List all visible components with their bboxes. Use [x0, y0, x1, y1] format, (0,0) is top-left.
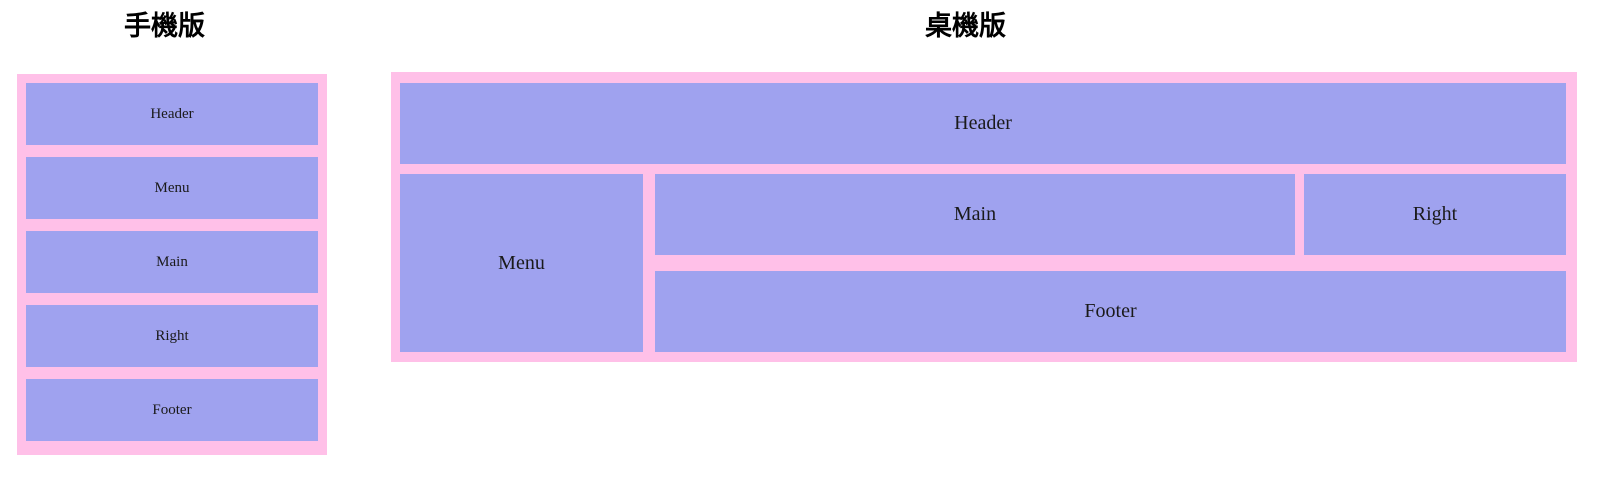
mobile-block-footer: Footer: [26, 379, 318, 441]
mobile-section-title: 手機版: [124, 11, 205, 42]
desktop-block-header: Header: [400, 83, 1566, 164]
desktop-block-right: Right: [1304, 174, 1566, 255]
mobile-layout-wireframe: Header Menu Main Right Footer: [17, 74, 327, 455]
desktop-block-main: Main: [655, 174, 1295, 255]
mobile-block-header: Header: [26, 83, 318, 145]
desktop-block-menu: Menu: [400, 174, 643, 352]
mobile-block-menu: Menu: [26, 157, 318, 219]
desktop-block-footer: Footer: [655, 271, 1566, 352]
mobile-block-right: Right: [26, 305, 318, 367]
desktop-layout-wireframe: Header Menu Main Right Footer: [391, 72, 1577, 362]
mobile-block-main: Main: [26, 231, 318, 293]
desktop-section-title: 桌機版: [925, 11, 1006, 42]
